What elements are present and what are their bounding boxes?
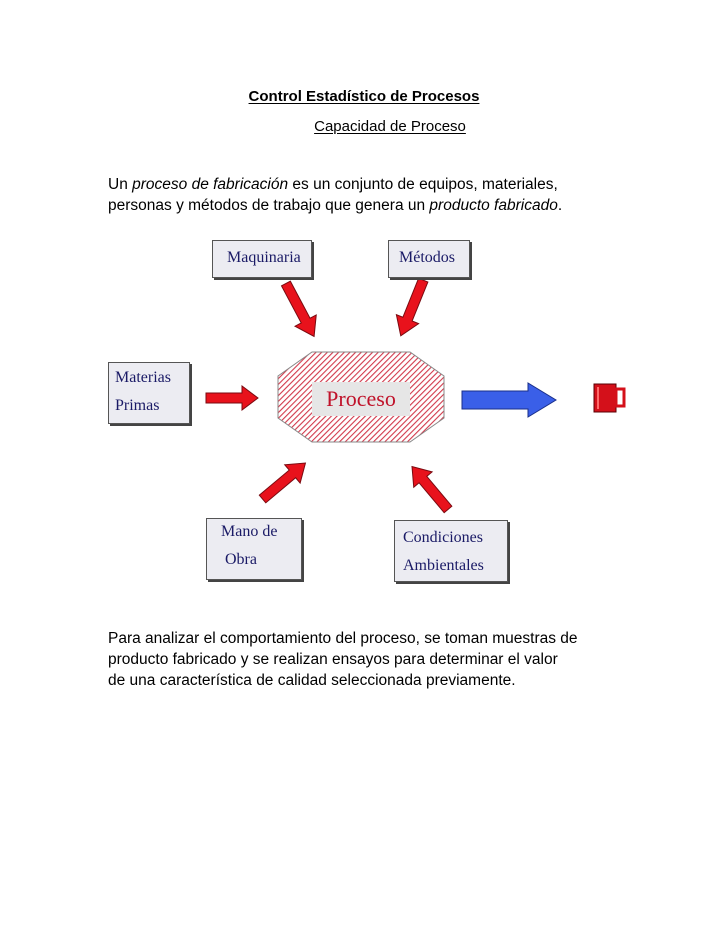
box-mano-de-obra: Mano de Obra <box>206 518 302 580</box>
arrow-metodos <box>395 277 429 337</box>
intro-text: personas y métodos de trabajo que genera… <box>108 197 430 214</box>
box-materias-primas: Materias Primas <box>108 362 190 424</box>
intro-text: es un conjunto de equipos, materiales, <box>288 176 558 193</box>
arrow-mano-de-obra <box>258 462 307 504</box>
label-ambientales: Ambientales <box>403 557 484 574</box>
arrow-materias <box>205 385 259 411</box>
label-condiciones: Condiciones <box>403 529 483 546</box>
box-maquinaria: Maquinaria <box>212 240 312 278</box>
intro-text: Un <box>108 176 133 193</box>
outro-paragraph: Para analizar el comportamiento del proc… <box>108 628 648 691</box>
arrow-maquinaria <box>280 280 317 338</box>
label-obra: Obra <box>225 551 257 568</box>
label-proceso: Proceso <box>312 382 410 416</box>
intro-paragraph: Un proceso de fabricación es un conjunto… <box>108 174 648 216</box>
label-maquinaria: Maquinaria <box>227 249 301 266</box>
intro-line-1: Un proceso de fabricación es un conjunto… <box>108 174 648 195</box>
intro-line-2: personas y métodos de trabajo que genera… <box>108 195 648 216</box>
box-metodos: Métodos <box>388 240 470 278</box>
intro-emphasis: producto fabricado <box>429 197 558 214</box>
outro-line-2: producto fabricado y se realizan ensayos… <box>108 651 558 668</box>
document-title: Control Estadístico de Procesos <box>248 88 480 105</box>
arrow-condiciones <box>411 465 453 514</box>
document-subtitle: Capacidad de Proceso <box>314 118 466 135</box>
outro-line-1: Para analizar el comportamiento del proc… <box>108 630 578 647</box>
intro-emphasis: proceso de fabricación <box>132 176 289 193</box>
label-primas: Primas <box>115 397 160 414</box>
box-condiciones-ambientales: Condiciones Ambientales <box>394 520 508 582</box>
arrow-output <box>461 382 557 418</box>
label-materias: Materias <box>115 369 171 386</box>
label-metodos: Métodos <box>399 249 455 266</box>
intro-text: . <box>557 197 563 214</box>
label-mano-de: Mano de <box>221 523 278 540</box>
outro-line-3: de una característica de calidad selecci… <box>108 672 516 689</box>
mug-icon <box>593 383 626 413</box>
